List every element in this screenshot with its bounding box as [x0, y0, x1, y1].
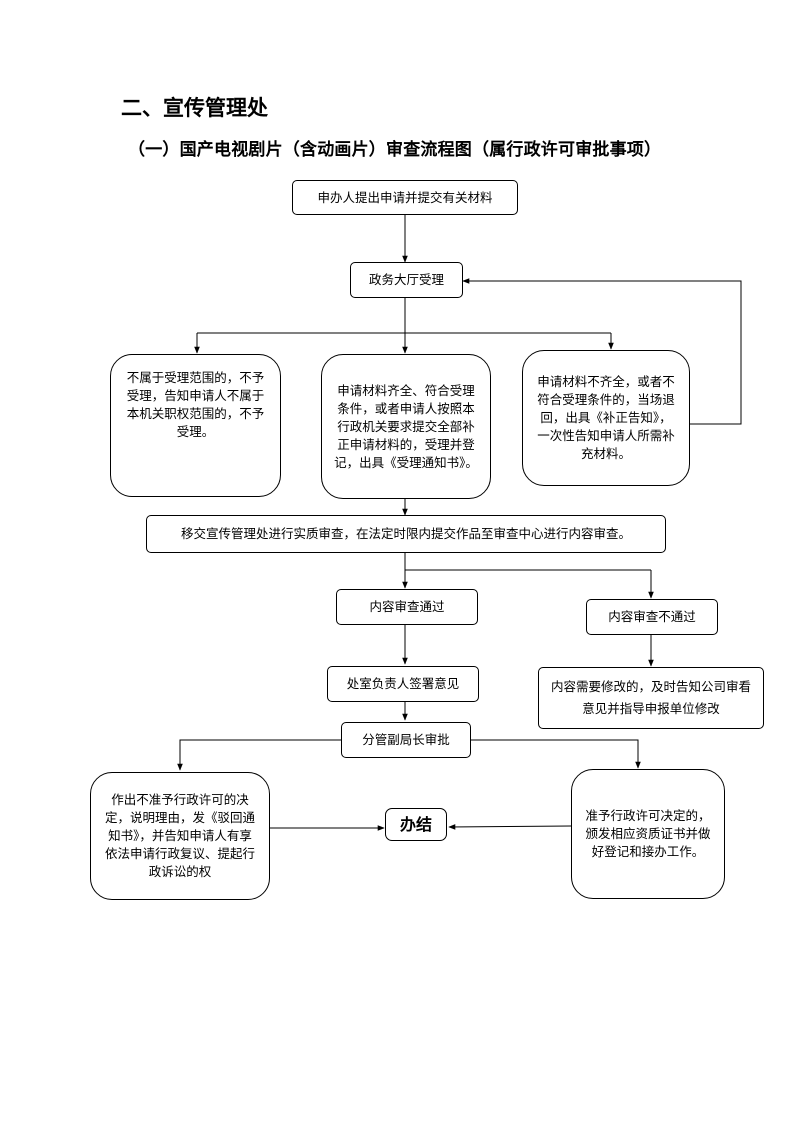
node-approve: 准予行政许可决定的，颁发相应资质证书并做好登记和接办工作。	[571, 769, 725, 899]
node-transfer-review: 移交宣传管理处进行实质审查，在法定时限内提交作品至审查中心进行内容审查。	[146, 515, 666, 553]
section-title: 二、宣传管理处	[121, 96, 268, 120]
node-content-pass: 内容审查通过	[336, 589, 478, 625]
node-need-modify: 内容需要修改的，及时告知公司审看意见并指导申报单位修改	[538, 667, 764, 729]
arrow-deputy-to-approve	[471, 739, 641, 769]
node-content-fail: 内容审查不通过	[586, 599, 718, 635]
node-apply: 申办人提出申请并提交有关材料	[292, 180, 518, 215]
arrow-loop-back-to-hall	[462, 278, 742, 425]
node-incomplete-return: 申请材料不齐全，或者不符合受理条件的，当场退回，出具《补正告知》，一次性告知申请…	[522, 350, 690, 486]
flow-title: （一）国产电视剧片（含动画片）审查流程图（属行政许可审批事项）	[128, 140, 662, 160]
node-hall-accept: 政务大厅受理	[350, 262, 463, 298]
node-deputy-approve: 分管副局长审批	[341, 722, 471, 758]
node-finish: 办结	[385, 808, 447, 841]
arrow-approve-to-finish	[448, 824, 572, 830]
node-not-in-scope: 不属于受理范围的，不予受理，告知申请人不属于本机关职权范围的，不予受理。	[110, 354, 281, 497]
node-dept-sign: 处室负责人签署意见	[327, 666, 479, 702]
node-reject: 作出不准予行政许可的决定，说明理由，发《驳回通知书》，并告知申请人有享依法申请行…	[90, 772, 270, 900]
node-complete-accept: 申请材料齐全、符合受理条件，或者申请人按照本行政机关要求提交全部补正申请材料的，…	[321, 354, 491, 499]
arrow-deputy-to-reject	[177, 739, 341, 771]
